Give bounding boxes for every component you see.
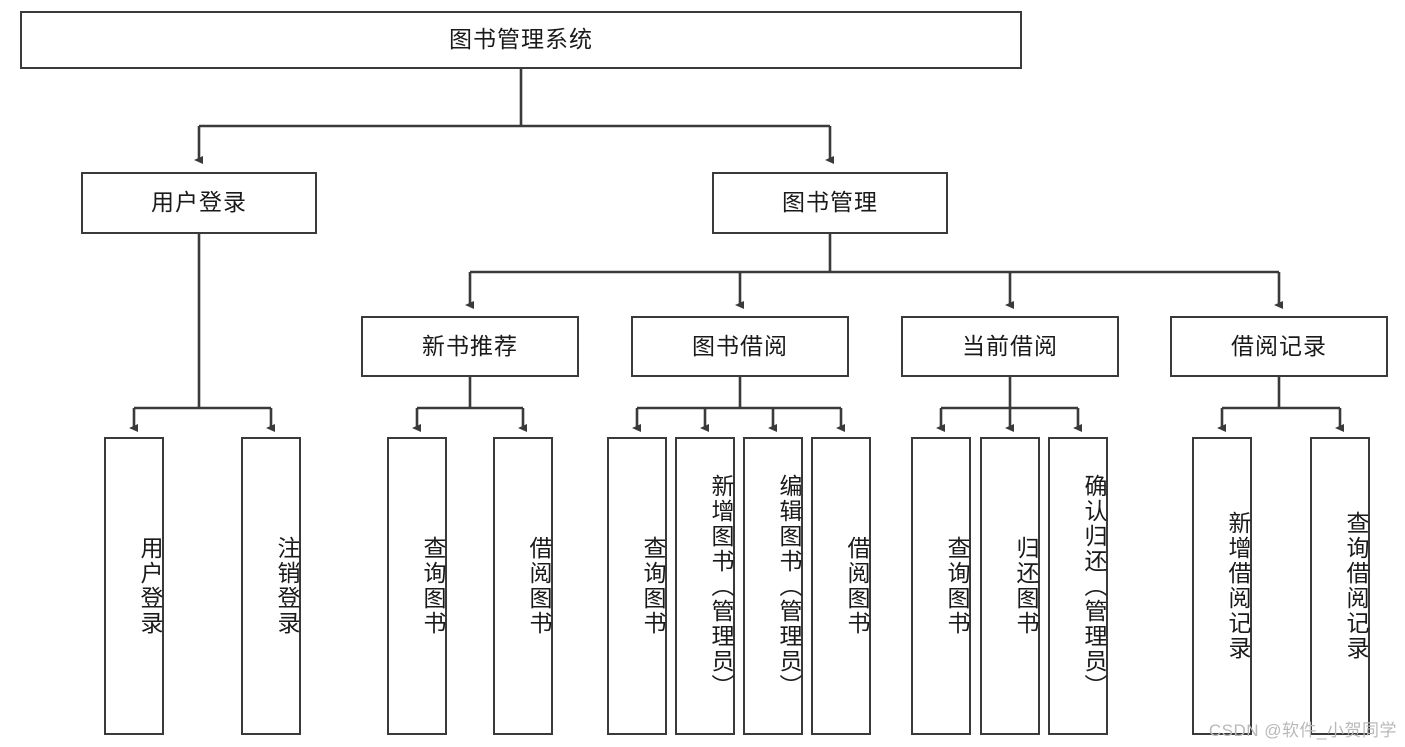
node-leaf-add-book-label: 新增图书（管理员）: [708, 473, 734, 699]
node-new-book-rec[interactable]: 新书推荐: [361, 316, 579, 377]
node-leaf-query-record[interactable]: 查询借阅记录: [1310, 437, 1370, 735]
node-user-login-label: 用户登录: [151, 189, 247, 216]
node-book-borrow-label: 图书借阅: [692, 332, 788, 359]
node-current-borrow[interactable]: 当前借阅: [901, 316, 1119, 377]
node-leaf-query-book-1[interactable]: 查询图书: [387, 437, 447, 735]
node-leaf-add-record[interactable]: 新增借阅记录: [1192, 437, 1252, 735]
node-leaf-query-book-3-label: 查询图书: [944, 536, 970, 636]
node-book-borrow[interactable]: 图书借阅: [631, 316, 849, 377]
node-leaf-query-book-2-label: 查询图书: [640, 536, 666, 636]
node-book-manage-label: 图书管理: [782, 189, 878, 216]
node-leaf-query-book-1-label: 查询图书: [420, 536, 446, 636]
node-current-borrow-label: 当前借阅: [962, 332, 1058, 359]
node-borrow-record-label: 借阅记录: [1231, 332, 1327, 359]
node-leaf-edit-book[interactable]: 编辑图书（管理员）: [743, 437, 803, 735]
node-leaf-borrow-book-1-label: 借阅图书: [526, 536, 552, 636]
node-leaf-confirm-return-label: 确认归还（管理员）: [1081, 473, 1107, 699]
node-leaf-edit-book-label: 编辑图书（管理员）: [776, 473, 802, 699]
node-leaf-borrow-book-2[interactable]: 借阅图书: [811, 437, 871, 735]
node-root[interactable]: 图书管理系统: [20, 11, 1022, 69]
node-leaf-add-book[interactable]: 新增图书（管理员）: [675, 437, 735, 735]
node-leaf-confirm-return[interactable]: 确认归还（管理员）: [1048, 437, 1108, 735]
node-leaf-logout-label: 注销登录: [274, 536, 300, 636]
node-leaf-query-book-2[interactable]: 查询图书: [607, 437, 667, 735]
node-leaf-logout[interactable]: 注销登录: [241, 437, 301, 735]
node-leaf-query-record-label: 查询借阅记录: [1343, 511, 1369, 661]
node-leaf-user-login-label: 用户登录: [137, 536, 163, 636]
node-leaf-user-login[interactable]: 用户登录: [104, 437, 164, 735]
node-book-manage[interactable]: 图书管理: [712, 172, 948, 234]
node-root-label: 图书管理系统: [449, 26, 593, 53]
node-borrow-record[interactable]: 借阅记录: [1170, 316, 1388, 377]
node-leaf-borrow-book-2-label: 借阅图书: [844, 536, 870, 636]
node-leaf-query-book-3[interactable]: 查询图书: [911, 437, 971, 735]
node-leaf-return-book[interactable]: 归还图书: [980, 437, 1040, 735]
node-new-book-rec-label: 新书推荐: [422, 332, 518, 359]
watermark: CSDN @软件_小贺同学: [1208, 721, 1397, 740]
node-user-login[interactable]: 用户登录: [81, 172, 317, 234]
node-leaf-borrow-book-1[interactable]: 借阅图书: [493, 437, 553, 735]
node-leaf-return-book-label: 归还图书: [1013, 536, 1039, 636]
node-leaf-add-record-label: 新增借阅记录: [1225, 511, 1251, 661]
